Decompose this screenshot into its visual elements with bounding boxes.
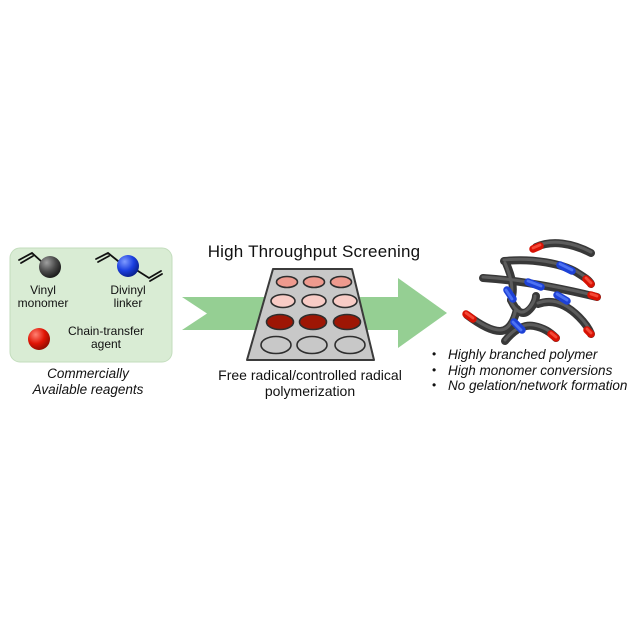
reagents-caption: Commercially Available reagents	[6, 366, 170, 398]
well-grid	[260, 275, 366, 355]
well	[332, 293, 358, 309]
results-bullet-list: • Highly branched polymer • High monomer…	[430, 347, 635, 394]
divinyl-linker-label: Divinyl linker	[89, 284, 167, 310]
well	[296, 335, 328, 355]
vinyl-monomer-label: Vinyl monomer	[4, 284, 82, 310]
divinyl-linker-label-line2: linker	[113, 296, 143, 310]
well	[329, 275, 353, 289]
polymer-blue-linkers	[503, 261, 576, 334]
bullet-icon: •	[432, 362, 437, 377]
polymer-chains	[463, 239, 601, 345]
reagents-caption-line1: Commercially	[47, 366, 129, 381]
well	[270, 293, 296, 309]
well	[301, 293, 327, 309]
polymer-chain-highlights	[465, 240, 599, 342]
well-plate	[246, 268, 375, 361]
bullet-item: • High monomer conversions	[430, 363, 635, 379]
well	[260, 335, 292, 355]
process-arrow	[182, 278, 447, 348]
bullet-icon: •	[432, 347, 437, 361]
well	[275, 275, 299, 289]
polymerization-caption-line2: polymerization	[264, 383, 356, 399]
screening-title: High Throughput Screening	[207, 242, 421, 261]
polymerization-caption: Free radical/controlled radical polymeri…	[190, 367, 430, 399]
bullet-text-highly-branched: Highly branched polymer	[448, 347, 598, 362]
bullet-item: • No gelation/network formation	[430, 378, 635, 394]
bullet-item: • Highly branched polymer	[430, 347, 635, 363]
reagents-caption-line2: Available reagents	[32, 382, 144, 397]
bullet-text-high-conversions: High monomer conversions	[448, 362, 613, 378]
branched-polymer	[462, 239, 601, 345]
well	[265, 313, 295, 331]
well	[302, 275, 326, 289]
vinyl-monomer-label-line2: monomer	[17, 296, 69, 310]
chain-transfer-agent-label: Chain-transfer agent	[55, 325, 157, 351]
polymerization-caption-line1: Free radical/controlled radical	[218, 367, 402, 383]
well	[332, 313, 362, 331]
polymer-red-ends	[462, 242, 601, 342]
well	[298, 313, 328, 331]
chain-transfer-agent-label-line2: agent	[90, 337, 122, 351]
bullet-icon: •	[432, 378, 437, 392]
bullet-text-no-gelation: No gelation/network formation	[448, 378, 628, 393]
well	[334, 335, 366, 355]
